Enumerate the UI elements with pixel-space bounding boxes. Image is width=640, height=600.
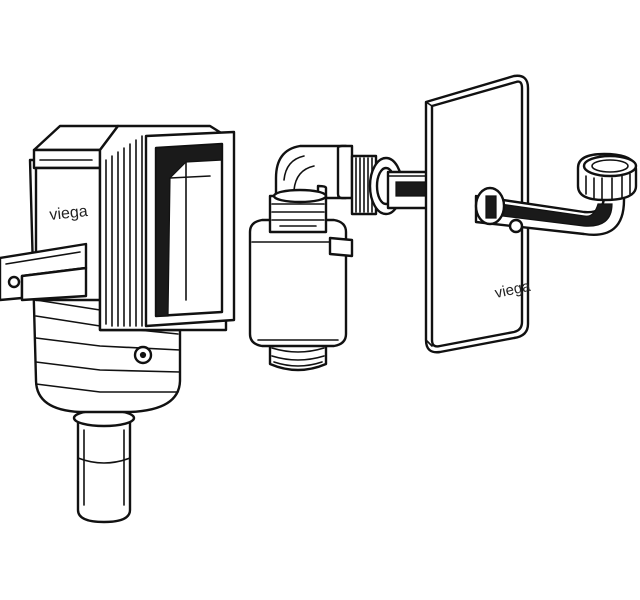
trap-elbow <box>272 144 354 204</box>
trap-assembly <box>248 144 434 372</box>
housing-screw <box>133 345 153 365</box>
trap-spigot <box>268 338 328 372</box>
union-nut <box>576 152 638 202</box>
connection-pipe <box>386 170 434 210</box>
housing-brand-label: viega <box>49 203 89 224</box>
siphon-housing: viega <box>0 124 236 524</box>
housing-opening <box>144 130 236 328</box>
pipe-bend <box>474 152 638 236</box>
mounting-bracket <box>0 242 88 302</box>
drain-pipe <box>72 408 136 524</box>
